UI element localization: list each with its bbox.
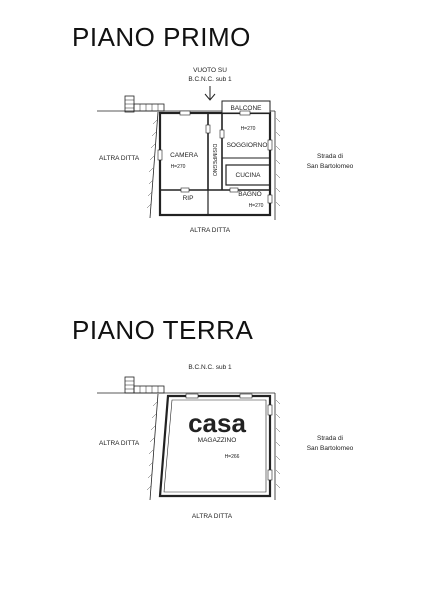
- ground-floor-title: PIANO TERRA: [72, 315, 254, 345]
- room-height-bagno: H=270: [249, 203, 264, 209]
- first-floor-top-label-line1: VUOTO SU: [193, 67, 227, 74]
- ground-floor-top-label: B.C.N.C. sub 1: [188, 364, 232, 371]
- first-floor-title: PIANO PRIMO: [72, 22, 251, 52]
- ground-floor-plan: B.C.N.C. sub 1: [97, 364, 354, 520]
- ground-floor-outer-wall: [158, 394, 272, 498]
- room-height-soggiorno: H=270: [241, 126, 256, 132]
- room-height-magazzino: H=266: [225, 454, 240, 460]
- first-floor-top-label-line2: B.C.N.C. sub 1: [188, 76, 232, 83]
- room-height-camera: H=270: [171, 164, 186, 170]
- room-label-rip: RIP: [183, 195, 194, 202]
- first-floor-bottom-label: ALTRA DITTA: [190, 227, 231, 234]
- ground-floor-right-label-line1: Strada di: [317, 435, 343, 442]
- room-label-magazzino: MAGAZZINO: [198, 437, 237, 444]
- watermark-text: casa: [188, 408, 246, 438]
- first-floor-stair: [124, 95, 165, 113]
- first-floor-interior-walls: [160, 113, 271, 215]
- ground-floor-bottom-label: ALTRA DITTA: [192, 513, 233, 520]
- room-label-cucina: CUCINA: [236, 172, 262, 179]
- ground-floor-left-hatch: [146, 393, 159, 501]
- first-floor-right-label-line1: Strada di: [317, 153, 343, 160]
- first-floor-right-hatch: [274, 111, 281, 220]
- first-floor-outer-wall: [158, 111, 272, 217]
- first-floor-left-hatch: [146, 111, 159, 219]
- ground-floor-openings: [185, 393, 273, 481]
- first-floor-openings: [157, 110, 273, 204]
- entry-arrow-icon: [204, 86, 216, 101]
- first-floor-right-label-line2: San Bartolomeo: [307, 163, 354, 170]
- room-label-bagno: BAGNO: [238, 191, 261, 198]
- room-label-disimpegno: DISIMPEGNO: [211, 144, 217, 176]
- ground-floor-stair: [124, 376, 165, 394]
- room-label-soggiorno: SOGGIORNO: [227, 142, 268, 149]
- room-label-balcone: BALCONE: [230, 105, 262, 112]
- first-floor-left-label: ALTRA DITTA: [99, 155, 140, 162]
- ground-floor-right-hatch: [274, 393, 281, 500]
- room-label-camera: CAMERA: [170, 152, 198, 159]
- ground-floor-right-label-line2: San Bartolomeo: [307, 445, 354, 452]
- first-floor-plan: VUOTO SU B.C.N.C. sub 1: [97, 67, 354, 234]
- ground-floor-left-label: ALTRA DITTA: [99, 440, 140, 447]
